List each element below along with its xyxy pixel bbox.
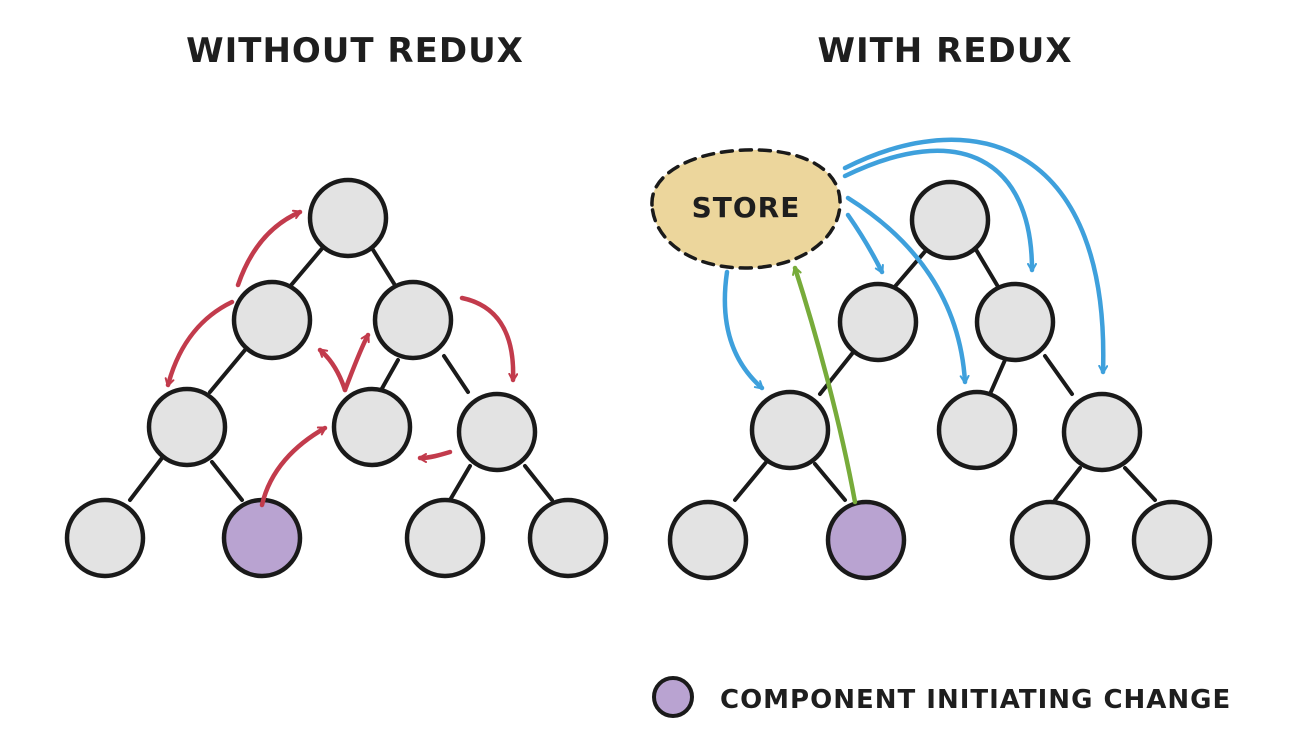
edge xyxy=(128,456,164,502)
right-tree: STORE xyxy=(650,137,1213,581)
title-with-redux: WITH REDUX xyxy=(817,31,1072,71)
edge xyxy=(988,358,1007,396)
title-without-redux: WITHOUT REDUX xyxy=(186,31,524,71)
red-arrow xyxy=(417,449,453,463)
tree-node-leaf xyxy=(667,499,749,581)
blue-arrow xyxy=(842,137,1109,375)
legend-swatch-icon xyxy=(652,676,694,718)
edge xyxy=(210,460,244,502)
left-tree xyxy=(64,177,609,579)
tree-node xyxy=(936,389,1018,471)
tree-node-initiator xyxy=(221,497,303,579)
edge xyxy=(1043,354,1074,396)
left-tree-arrows xyxy=(164,209,519,508)
tree-node-leaf xyxy=(404,497,486,579)
tree-node xyxy=(1061,391,1143,473)
tree-node xyxy=(974,281,1056,363)
tree-node xyxy=(749,389,831,471)
edge xyxy=(448,464,472,502)
tree-node xyxy=(146,386,228,468)
edge xyxy=(733,458,770,502)
right-tree-nodes xyxy=(667,179,1213,581)
tree-node xyxy=(331,386,413,468)
store-update-arrows xyxy=(722,137,1109,391)
tree-node-leaf xyxy=(64,497,146,579)
right-tree-edges xyxy=(733,246,1157,502)
edge xyxy=(368,243,400,292)
edge xyxy=(818,348,857,396)
blue-arrow xyxy=(845,212,885,275)
red-arrow xyxy=(164,299,235,388)
edge xyxy=(378,358,400,394)
store: STORE xyxy=(650,148,842,270)
tree-node xyxy=(231,279,313,361)
tree-node-root xyxy=(909,179,991,261)
tree-node xyxy=(837,281,919,363)
tree-node-initiator xyxy=(825,499,907,581)
edge xyxy=(442,354,470,394)
tree-node xyxy=(456,391,538,473)
red-arrow xyxy=(235,209,303,288)
red-arrow xyxy=(342,332,371,393)
red-arrow xyxy=(259,425,328,508)
legend-label: COMPONENT INITIATING CHANGE xyxy=(720,685,1231,715)
edge xyxy=(1053,466,1082,502)
edge xyxy=(890,246,930,292)
edge xyxy=(813,462,847,502)
edge xyxy=(285,243,327,292)
tree-node-leaf xyxy=(527,497,609,579)
tree-node-leaf xyxy=(1131,499,1213,581)
edge xyxy=(973,246,1002,292)
edge xyxy=(208,348,247,394)
left-tree-edges xyxy=(128,243,554,502)
store-blob xyxy=(650,148,842,270)
tree-node xyxy=(372,279,454,361)
red-arrow xyxy=(317,347,348,393)
blue-arrow xyxy=(722,269,765,391)
edge xyxy=(1123,466,1157,502)
tree-node-root xyxy=(307,177,389,259)
blue-arrow xyxy=(842,148,1037,273)
legend: COMPONENT INITIATING CHANGE xyxy=(652,676,1231,718)
green-arrow xyxy=(792,265,858,505)
blue-arrow xyxy=(845,195,970,385)
tree-node-leaf xyxy=(1009,499,1091,581)
edge xyxy=(523,464,554,502)
red-arrow xyxy=(459,295,519,383)
store-label: STORE xyxy=(692,191,801,224)
left-tree-nodes xyxy=(64,177,609,579)
